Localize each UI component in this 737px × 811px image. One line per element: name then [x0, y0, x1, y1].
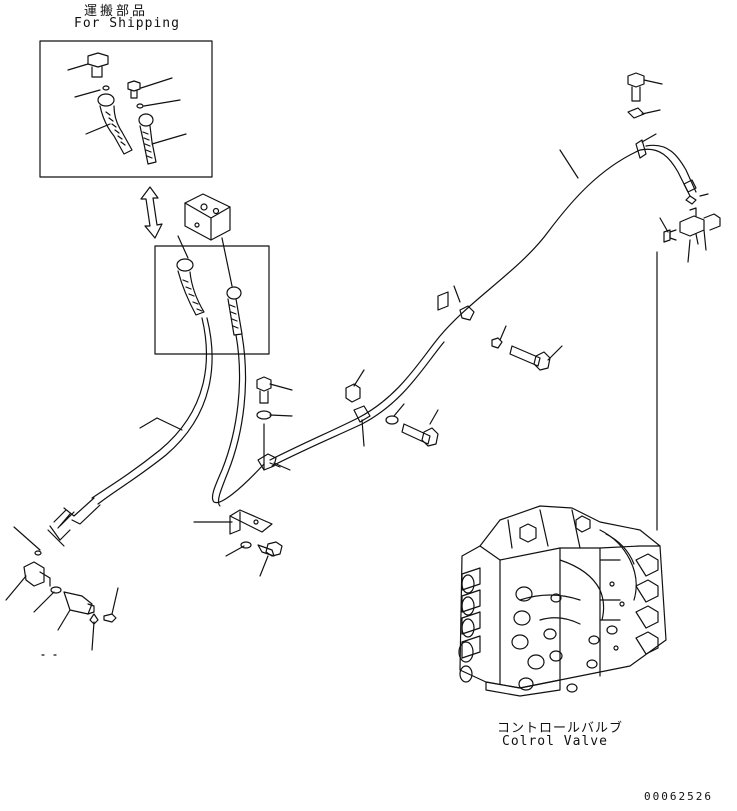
hose-leader-b — [221, 237, 233, 287]
shipping-bolt-left — [87, 52, 109, 78]
bracket-plate — [229, 509, 273, 535]
double-arrow — [140, 186, 163, 239]
control-valve-label-en: Colrol Valve — [502, 734, 608, 749]
middle-leaders — [193, 383, 293, 577]
shipping-bolt-right — [127, 80, 141, 99]
washer-top-right — [627, 107, 645, 119]
clamp-lower — [345, 369, 439, 447]
control-valve — [458, 505, 667, 697]
hose-to-bracket — [211, 334, 265, 507]
bolt-upper-long — [491, 325, 563, 371]
shipping-inset-box — [39, 40, 213, 178]
washer-lower — [240, 541, 252, 549]
hose-inset-box — [154, 245, 270, 355]
elbow-fitting — [23, 550, 62, 594]
hose-leader-a — [177, 235, 189, 259]
clip-top-right — [635, 139, 647, 159]
block-fitting — [184, 193, 231, 241]
shipping-leader-lines — [67, 63, 187, 145]
washer-middle — [256, 410, 272, 420]
shipping-washer-2 — [136, 103, 144, 109]
shipping-title-en: For Shipping — [74, 16, 180, 31]
top-right-leaders — [641, 79, 709, 197]
shipping-title-jp: 運搬部品 — [84, 4, 149, 19]
shipping-hose-right — [138, 113, 157, 165]
tee-fitting — [659, 207, 721, 263]
control-valve-label-jp: コントロールバルブ — [497, 721, 624, 736]
bolt-lower — [257, 541, 283, 557]
long-hose-right — [269, 144, 697, 467]
drawing-id: 00062526 — [644, 790, 713, 803]
adapter-fitting — [63, 591, 117, 625]
clamp-upper — [437, 285, 475, 321]
bolt-middle — [256, 376, 272, 404]
inset-hose-left — [176, 258, 205, 316]
lower-left-leaders — [5, 526, 119, 656]
shipping-washer — [102, 85, 110, 91]
shipping-hose-left — [97, 93, 133, 155]
long-hose-left — [47, 317, 213, 547]
bolt-top-right — [627, 72, 645, 102]
inset-hose-right — [226, 286, 243, 336]
